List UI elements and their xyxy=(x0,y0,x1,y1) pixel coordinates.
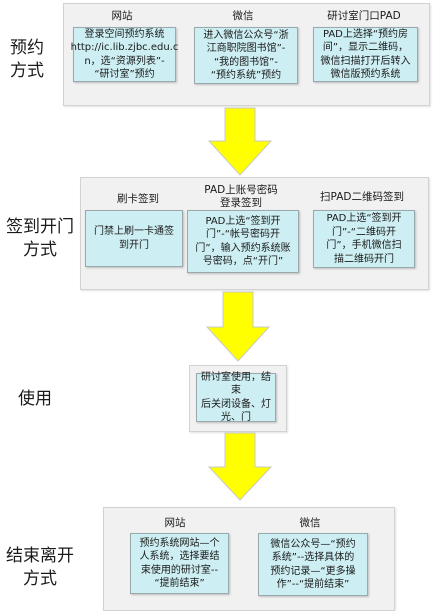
column-title-pad: 研讨室门口PAD xyxy=(327,10,401,22)
stage-label-usage: 使用 xyxy=(18,389,52,409)
column-title-wechat: 微信 xyxy=(232,10,254,22)
finish-wechat-box: 微信公众号—“预约 系统”--选择具体的 预约记录—“更多操 作”--“提前结束… xyxy=(258,533,368,596)
column-title-card: 刷卡签到 xyxy=(117,193,159,205)
column-title-website: 网站 xyxy=(111,10,133,22)
checkin-pad-account-box: PAD上选“签到开 门”-“帐号密码开 门”，输入预约系统账 号密码，点“开门” xyxy=(187,210,299,273)
booking-pad-box: PAD上选择“预约房 间”，显示二维码， 微信扫描打开后转入 微信版预约系统 xyxy=(313,27,418,82)
arrow-down-1 xyxy=(207,107,273,176)
stage-label-finish: 结束离开 方式 xyxy=(6,546,74,589)
arrow-down-2 xyxy=(205,291,271,362)
usage-box: 研讨室使用，结束 后关闭设备、灯 光、门 xyxy=(196,372,276,423)
column-title-pad-account: PAD上账号密码 登录签到 xyxy=(204,184,278,209)
booking-wechat-box: 进入微信公众号“浙 江商职院图书馆”- “我的图书馆”- “预约系统”预约 xyxy=(194,27,298,84)
stage-label-booking: 预约 方式 xyxy=(10,38,44,81)
finish-website-box: 预约系统网站—个 人系统，选择要结 束使用的研讨室-- “提前结束” xyxy=(130,533,229,594)
column-title-finish-wechat: 微信 xyxy=(299,517,321,529)
checkin-card-box: 门禁上刷一卡通签 到开门 xyxy=(85,210,183,267)
booking-website-box: 登录空间预约系统 http://ic.lib.zjbc.edu.c n，选“资源… xyxy=(70,27,179,82)
checkin-pad-qrcode-box: PAD上选“签到开 门”-“二维码开 门”，手机微信扫 描二维码开门 xyxy=(313,210,415,268)
arrow-down-3 xyxy=(207,432,273,501)
column-title-pad-qrcode: 扫PAD二维码签到 xyxy=(320,191,404,203)
stage-label-checkin: 签到开门 方式 xyxy=(6,217,74,260)
column-title-finish-website: 网站 xyxy=(164,517,186,529)
